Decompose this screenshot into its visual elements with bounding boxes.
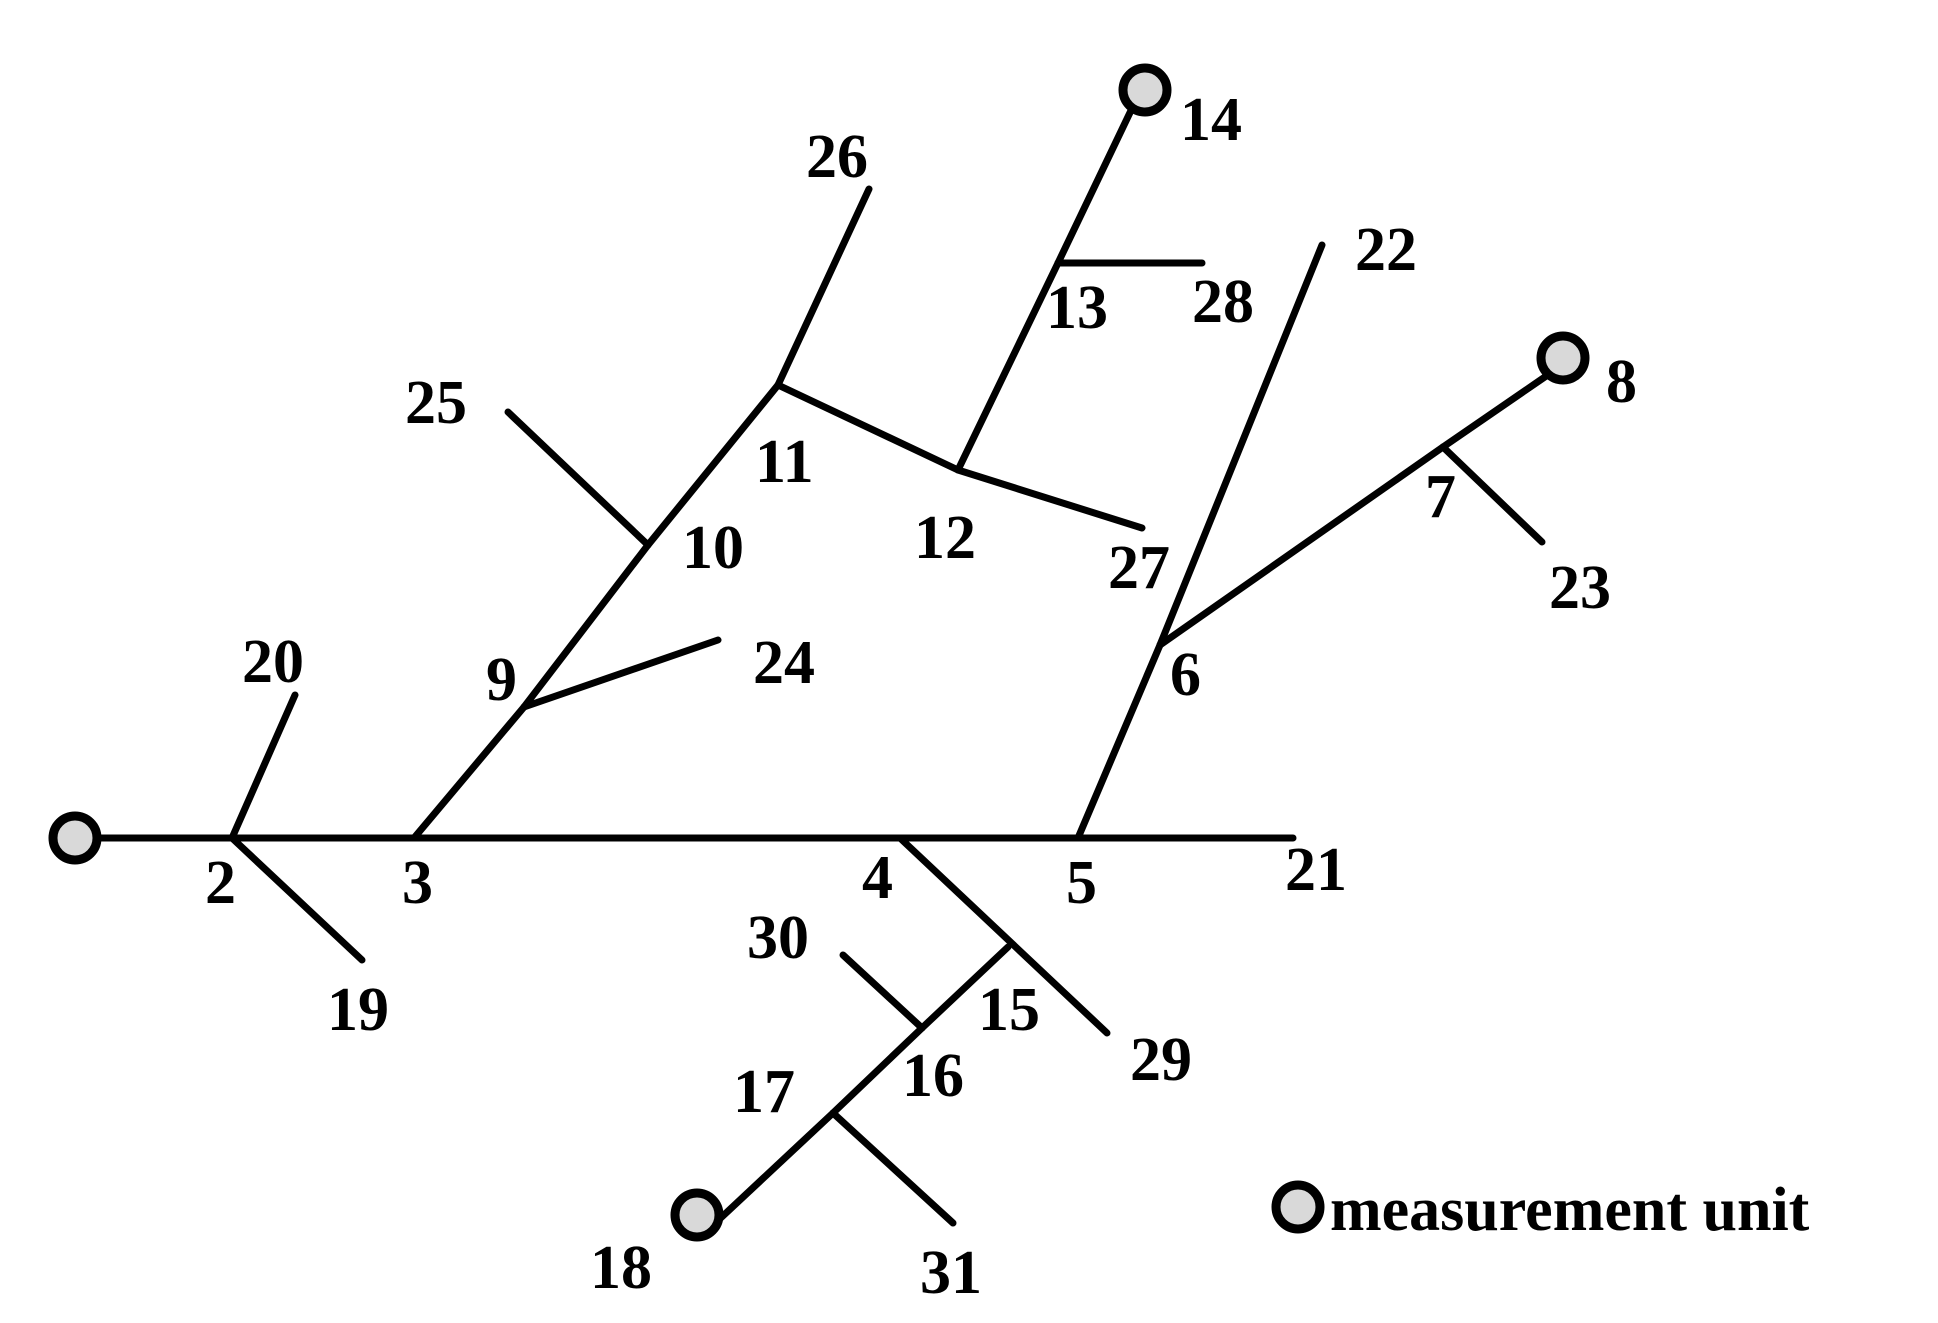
node-label-19: 19 [327, 976, 389, 1044]
node-label-4: 4 [862, 844, 893, 912]
edge-10-25 [504, 408, 652, 549]
edge-12-27 [954, 466, 1146, 532]
edge-16-30 [839, 951, 926, 1032]
edge-9-10 [520, 541, 652, 711]
edge-5-6 [1074, 641, 1164, 842]
node-label-21: 21 [1285, 836, 1347, 904]
node-label-5: 5 [1066, 849, 1097, 917]
node-label-31: 31 [920, 1239, 982, 1307]
node-label-7: 7 [1425, 463, 1456, 531]
node-label-28: 28 [1192, 268, 1254, 336]
node-label-10: 10 [682, 514, 744, 582]
node-label-29: 29 [1130, 1026, 1192, 1094]
edge-6-7 [1156, 443, 1447, 649]
edge-15-16 [918, 943, 1012, 1032]
node-label-3: 3 [402, 849, 433, 917]
node-label-27: 27 [1108, 534, 1170, 602]
legend-measurement-unit-icon [1271, 1180, 1325, 1234]
node-label-30: 30 [747, 904, 809, 972]
edge-3-9 [410, 703, 528, 842]
node-label-20: 20 [242, 628, 304, 696]
edge-17-18 [706, 1109, 837, 1232]
node-label-11: 11 [755, 428, 814, 496]
edge-4-29 [896, 834, 1111, 1037]
node-label-12: 12 [914, 504, 976, 572]
node-label-14: 14 [1180, 86, 1242, 154]
node-label-15: 15 [978, 976, 1040, 1044]
node-label-25: 25 [405, 369, 467, 437]
edge-6-22 [1156, 241, 1326, 649]
node-label-26: 26 [806, 123, 868, 191]
edge-13-14 [1054, 96, 1140, 267]
node-label-9: 9 [486, 646, 517, 714]
edge-7-8 [1439, 366, 1559, 451]
node-label-13: 13 [1046, 274, 1108, 342]
legend-label: measurement unit [1330, 1176, 1810, 1244]
edge-17-31 [829, 1109, 957, 1227]
edge-9-24 [520, 636, 722, 711]
node-label-6: 6 [1170, 641, 1201, 709]
edge-11-26 [774, 185, 873, 389]
edge-10-11 [644, 381, 782, 549]
measurement-unit-8 [1536, 331, 1590, 385]
node-label-2: 2 [205, 849, 236, 917]
edge-2-20 [228, 691, 299, 842]
edge-16-17 [829, 1024, 926, 1117]
edge-2-19 [228, 834, 366, 964]
measurement-unit-1 [48, 811, 102, 865]
node-label-18: 18 [590, 1234, 652, 1302]
edge-12-13 [954, 259, 1062, 474]
node-label-22: 22 [1355, 216, 1417, 284]
measurement-unit-18 [670, 1188, 724, 1242]
node-label-16: 16 [902, 1042, 964, 1110]
node-label-24: 24 [753, 629, 815, 697]
edge-7-23 [1439, 443, 1546, 546]
node-label-23: 23 [1549, 554, 1611, 622]
node-label-17: 17 [733, 1058, 795, 1126]
edge-11-12 [774, 381, 962, 474]
legend: measurement unit [1271, 1176, 1810, 1244]
measurement-unit-14 [1118, 63, 1172, 117]
node-label-8: 8 [1606, 348, 1637, 416]
